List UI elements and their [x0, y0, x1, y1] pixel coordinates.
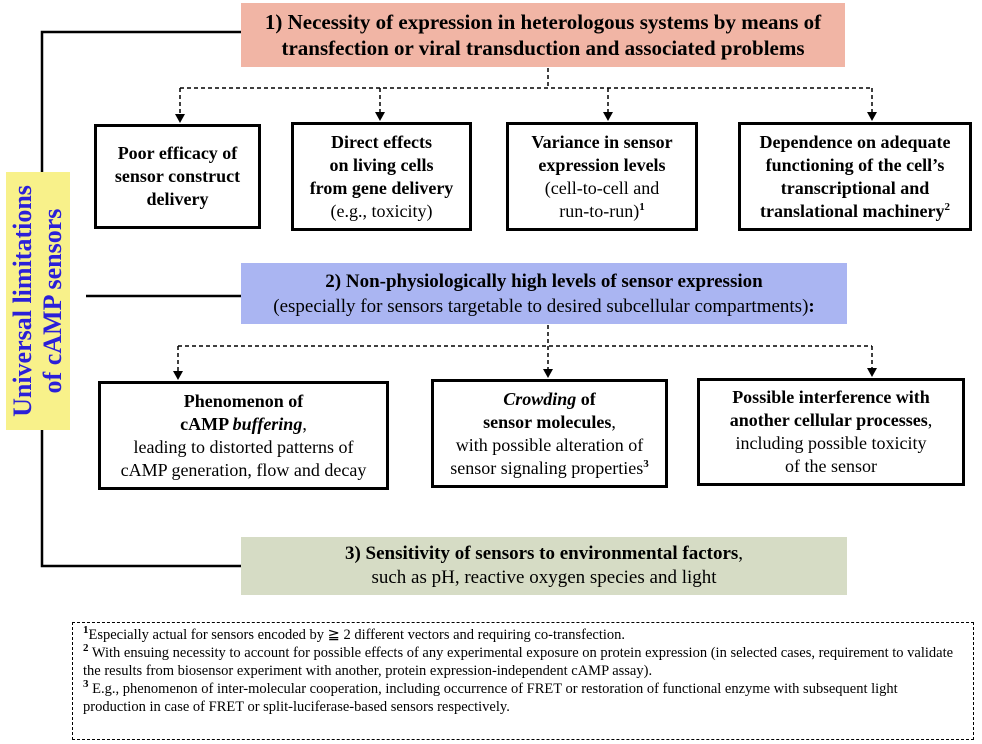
footnote-ref-2: 2 — [944, 200, 951, 213]
footnote-1: 1Especially actual for sensors encoded b… — [83, 624, 963, 644]
section-2-subtitle-line: (especially for sensors targetable to de… — [273, 294, 814, 319]
section-3-subtitle: such as pH, reactive oxygen species and … — [371, 567, 717, 588]
problem-3-line-3: (cell-to-cell and — [544, 177, 660, 198]
section-3-title: 3) Sensitivity of sensors to environment… — [344, 543, 739, 564]
consequence-2-line-4: sensor signaling properties — [450, 457, 644, 478]
problem-box-cell-machinery: Dependence on adequate functioning of th… — [738, 122, 972, 231]
footnote-1-text: Especially actual for sensors encoded by… — [88, 627, 626, 643]
bracket-section-1 — [40, 30, 241, 172]
consequence-2-comma: , — [611, 411, 616, 432]
consequence-2-line-2: sensor molecules, — [483, 411, 616, 434]
consequence-box-crowding: Crowding of sensor molecules, with possi… — [431, 379, 668, 488]
tree-section-2 — [177, 325, 873, 373]
problem-2-line-2: on living cells — [329, 154, 434, 175]
consequence-3-comma: , — [927, 410, 933, 430]
arrowheads-section-1 — [175, 112, 877, 123]
consequence-1-line-4: cAMP generation, flow and decay — [120, 459, 367, 480]
footnote-ref-1: 1 — [639, 200, 645, 213]
problem-4-line-4: translational machinery — [760, 200, 945, 221]
footnote-2: 2 With ensuing necessity to account for … — [83, 642, 963, 680]
problem-4-line-1: Dependence on adequate — [759, 131, 951, 152]
section-1-header: 1) Necessity of expression in heterologo… — [241, 3, 845, 67]
consequence-1-line-1: Phenomenon of — [183, 390, 304, 411]
problem-3-line-2: expression levels — [538, 154, 666, 175]
section-3-header: 3) Sensitivity of sensors to environment… — [241, 537, 847, 595]
consequence-1-line-3: leading to distorted patterns of — [133, 436, 354, 457]
problem-3-line-4-wrap: run-to-run)1 — [559, 200, 644, 223]
problem-2-line-4: (e.g., toxicity) — [330, 200, 433, 221]
section-1-title-line-2: transfection or viral transduction and a… — [281, 36, 805, 60]
problem-2-line-3: from gene delivery — [309, 177, 454, 198]
problem-1-line-1: Poor efficacy of — [117, 143, 238, 163]
consequence-2-molecules: sensor molecules — [483, 411, 612, 432]
section-3-title-tail: , — [738, 543, 744, 564]
section-2-header: 2) Non-physiologically high levels of se… — [241, 263, 847, 324]
problem-box-expression-variance: Variance in sensor expression levels (ce… — [506, 122, 698, 231]
section-1-title-line-1: 1) Necessity of expression in heterologo… — [264, 10, 822, 34]
section-2-title: 2) Non-physiologically high levels of se… — [325, 270, 763, 292]
section-2-colon: : — [808, 295, 815, 317]
consequence-2-crowding: Crowding — [503, 388, 577, 409]
footnote-2-text: With ensuing necessity to account for po… — [83, 645, 954, 679]
consequence-3-line-3: including possible toxicity — [735, 433, 927, 453]
consequence-3-processes: another cellular processes — [729, 410, 928, 430]
sidebar-label-box: Universal limitations of cAMP sensors — [6, 172, 70, 430]
sidebar-title-line-2: of cAMP sensors — [38, 208, 67, 394]
tree-section-1 — [179, 68, 873, 116]
consequence-3-line-2: another cellular processes, — [730, 409, 932, 432]
bracket-section-3 — [40, 430, 241, 568]
sidebar-title-line-1: Universal limitations — [8, 185, 37, 417]
problem-1-line-3: delivery — [146, 189, 209, 209]
consequence-3-line-4: of the sensor — [785, 456, 877, 476]
consequence-2-of: of — [576, 388, 596, 409]
consequence-box-buffering: Phenomenon of cAMP buffering, leading to… — [98, 381, 389, 490]
problem-3-line-1: Variance in sensor — [531, 131, 673, 152]
problem-1-line-2: sensor construct — [114, 166, 241, 186]
consequence-1-camp: cAMP — [180, 413, 233, 434]
arrowheads-section-2 — [173, 368, 877, 380]
problem-2-line-1: Direct effects — [330, 131, 433, 152]
consequence-1-buffering: buffering — [232, 413, 303, 434]
consequence-2-line-4-wrap: sensor signaling properties3 — [450, 457, 648, 480]
problem-3-line-4: run-to-run) — [559, 200, 640, 221]
problem-box-delivery-efficacy: Poor efficacy of sensor construct delive… — [94, 124, 261, 229]
consequence-1-line-2: cAMP buffering, — [180, 413, 307, 436]
footnote-3: 3 E.g., phenomenon of inter-molecular co… — [83, 678, 963, 716]
sidebar-title: Universal limitations of cAMP sensors — [8, 185, 68, 417]
footnote-3-text: E.g., phenomenon of inter-molecular coop… — [83, 681, 898, 715]
problem-4-line-2: functioning of the cell’s — [765, 154, 945, 175]
footnotes-box: 1Especially actual for sensors encoded b… — [72, 622, 974, 740]
problem-4-line-4-wrap: translational machinery2 — [760, 200, 950, 223]
footnote-1-mark: 1 — [83, 624, 89, 637]
footnote-2-mark: 2 — [83, 642, 89, 655]
problem-box-direct-effects: Direct effects on living cells from gene… — [291, 122, 472, 231]
footnote-3-mark: 3 — [83, 678, 89, 691]
consequence-box-interference: Possible interference with another cellu… — [697, 378, 965, 486]
footnote-ref-3: 3 — [643, 457, 649, 470]
consequence-3-line-1: Possible interference with — [732, 387, 930, 407]
consequence-2-line-1: Crowding of — [503, 388, 596, 411]
consequence-1-comma: , — [302, 413, 307, 434]
problem-4-line-3: transcriptional and — [780, 177, 930, 198]
consequence-2-line-3: with possible alteration of — [455, 434, 644, 455]
section-3-title-line: 3) Sensitivity of sensors to environment… — [345, 542, 743, 566]
section-2-subtitle: (especially for sensors targetable to de… — [273, 295, 809, 317]
